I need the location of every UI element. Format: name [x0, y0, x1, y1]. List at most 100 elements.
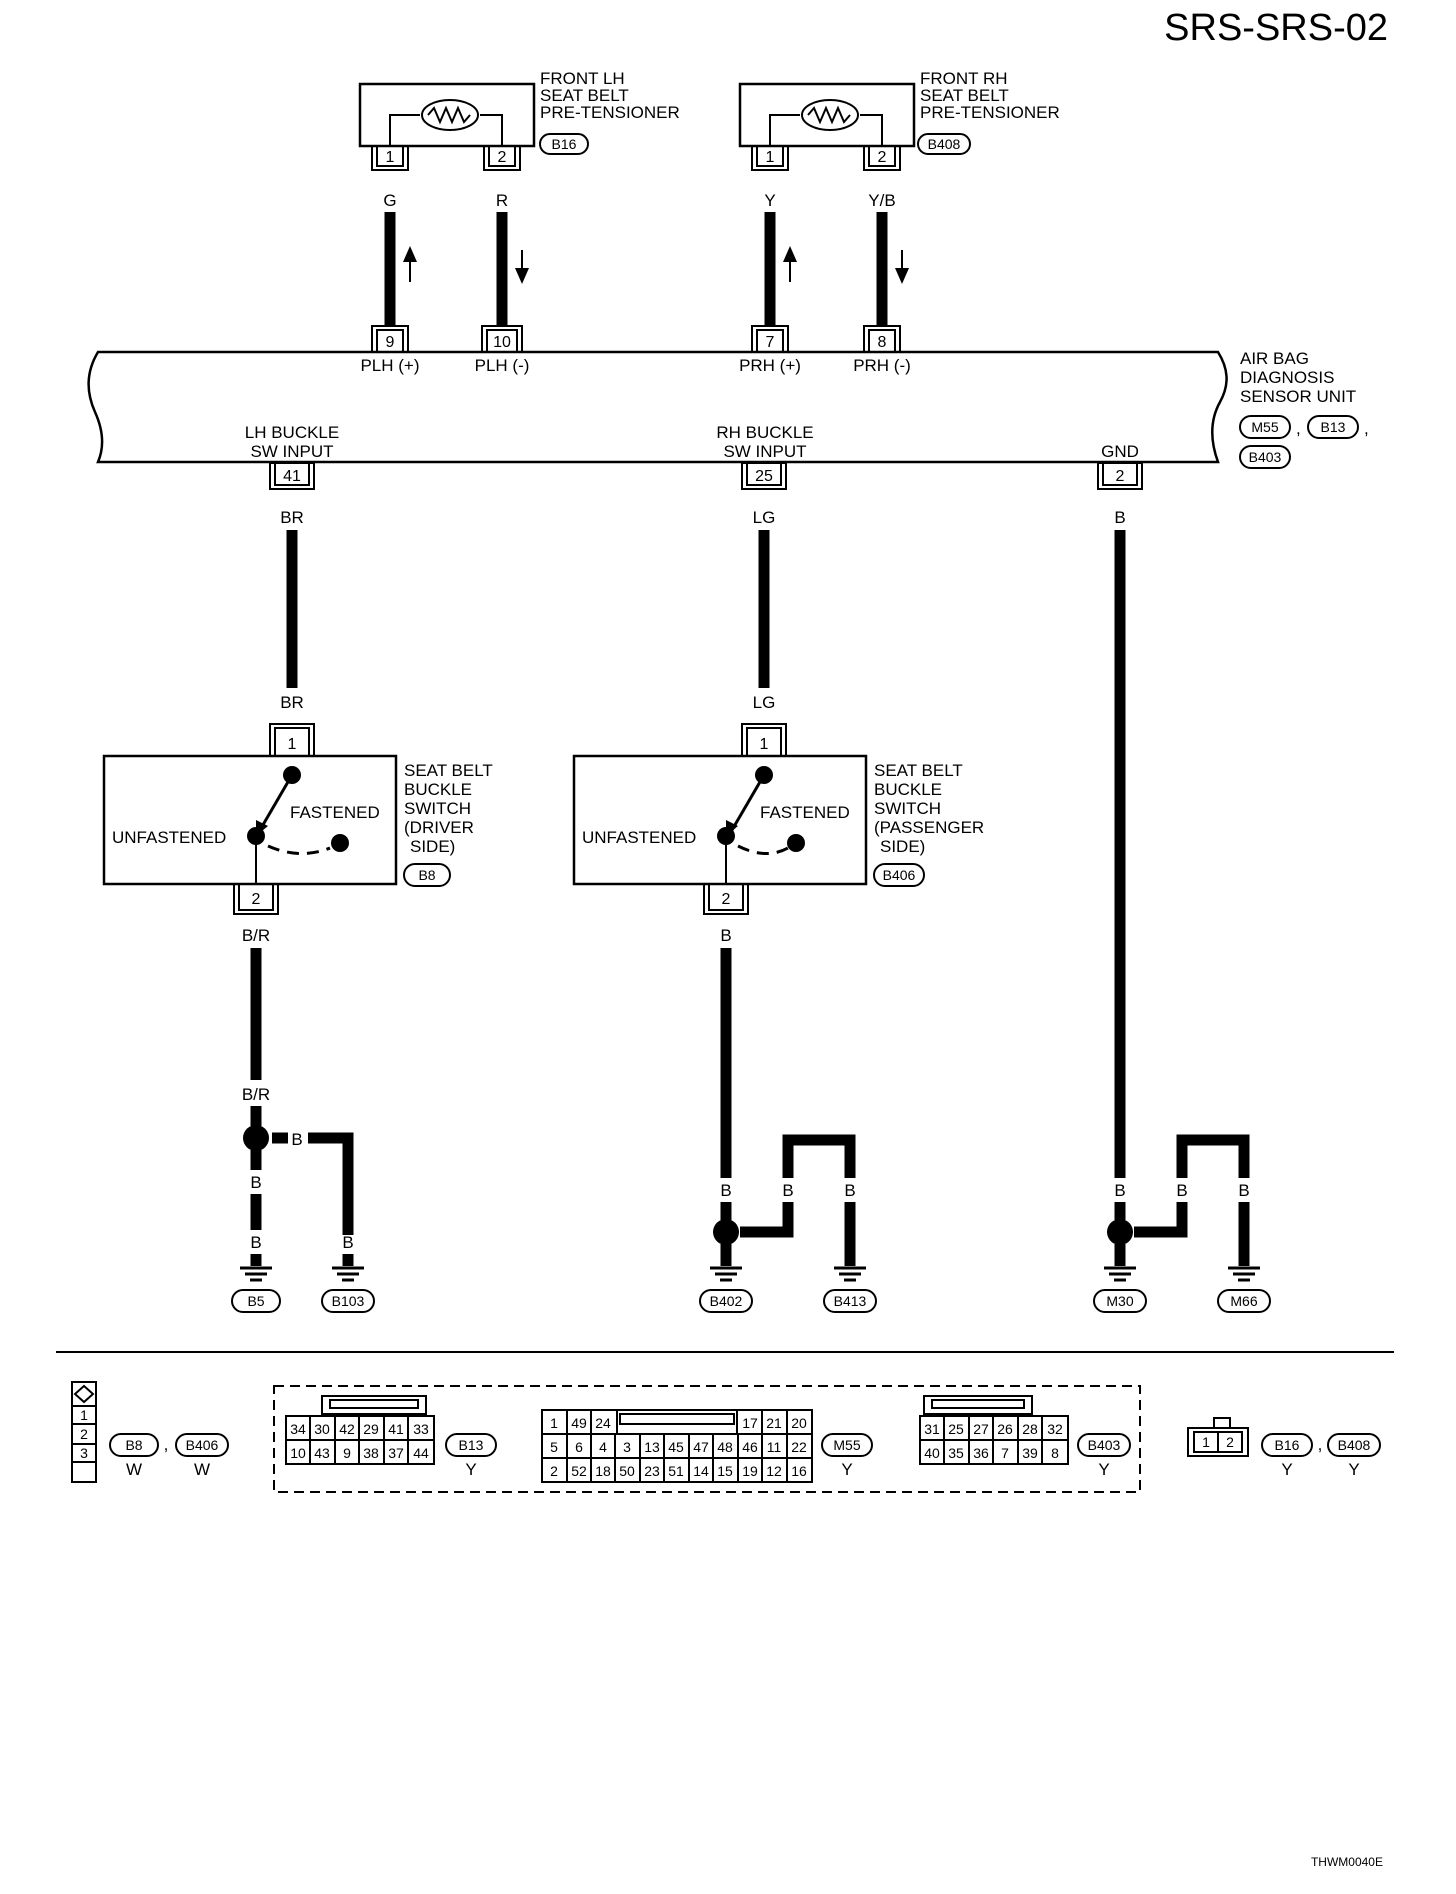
wire-color: B: [782, 1181, 793, 1200]
ground-icon: [332, 1266, 364, 1282]
connector-pin: 41: [269, 462, 315, 490]
svg-text:42: 42: [339, 1421, 355, 1437]
connector-ref: M55: [1251, 419, 1278, 435]
connector-pin: 7: [751, 325, 789, 353]
svg-text:,: ,: [1318, 1435, 1323, 1454]
svg-text:19: 19: [742, 1463, 758, 1479]
svg-text:Y: Y: [1348, 1460, 1359, 1479]
connector-pin: 2: [1097, 462, 1143, 490]
svg-text:33: 33: [413, 1421, 429, 1437]
svg-text:48: 48: [717, 1439, 733, 1455]
pin-label: 2: [722, 891, 731, 908]
svg-text:1: 1: [1202, 1434, 1210, 1450]
pin-label: 2: [252, 891, 261, 908]
pin-label: 2: [878, 149, 887, 166]
component-name: FRONT RH: [920, 69, 1008, 88]
svg-text:39: 39: [1022, 1445, 1038, 1461]
connector-face-b13: 34 30 42 29 41 33 10 43 9 38 37 44 B13 Y: [285, 1395, 497, 1479]
ground-circuit-middle: B B B B B402 B413: [699, 926, 877, 1313]
connector-ref: B16: [1275, 1437, 1300, 1453]
svg-text:41: 41: [283, 468, 301, 485]
pretensioner-wires: G R Y Y/B: [383, 191, 909, 325]
svg-text:47: 47: [693, 1439, 709, 1455]
separator: ,: [1296, 419, 1301, 438]
svg-text:3: 3: [80, 1445, 88, 1461]
wire-color: B: [1114, 508, 1125, 527]
connector-ref: B8: [125, 1437, 142, 1453]
wire-color: B/R: [242, 1085, 270, 1104]
svg-text:46: 46: [742, 1439, 758, 1455]
pin-label: 1: [386, 149, 395, 166]
svg-text:25: 25: [755, 468, 773, 485]
wire-color: B: [250, 1173, 261, 1192]
wire-color: LG: [753, 693, 776, 712]
component-name: SIDE): [880, 837, 925, 856]
buckle-wires: BR BR LG LG B: [280, 508, 1126, 1178]
svg-text:10: 10: [290, 1445, 306, 1461]
pin-function: SW INPUT: [723, 442, 806, 461]
svg-text:28: 28: [1022, 1421, 1038, 1437]
component-name: PRE-TENSIONER: [920, 103, 1060, 122]
svg-text:Y: Y: [1098, 1460, 1109, 1479]
ground-ref: B402: [710, 1293, 743, 1309]
component-name: SEAT BELT: [920, 86, 1009, 105]
component-name: BUCKLE: [404, 780, 472, 799]
component-name: DIAGNOSIS: [1240, 368, 1334, 387]
svg-text:14: 14: [693, 1463, 709, 1479]
svg-text:26: 26: [997, 1421, 1013, 1437]
connector-ref: B13: [1321, 419, 1346, 435]
wire-color: B: [250, 1233, 261, 1252]
component-name: SEAT BELT: [540, 86, 629, 105]
connector-legend: 1 2 3 B8 W , B406 W 34 30 42 2: [71, 1381, 1381, 1493]
svg-text:44: 44: [413, 1445, 429, 1461]
connector-ref: B16: [552, 136, 577, 152]
wire-color: B: [1238, 1181, 1249, 1200]
wire-color: B: [342, 1233, 353, 1252]
wire-color: B/R: [242, 926, 270, 945]
splice-dot: [713, 1219, 739, 1245]
wire-color: G: [383, 191, 396, 210]
connector-ref: M55: [833, 1437, 860, 1453]
connector-face-3pin: 1 2 3 B8 W , B406 W: [71, 1381, 229, 1483]
pin-function: PLH (-): [475, 356, 530, 375]
buckle-switch-driver: 1 UNFASTENED FASTENED SEAT BELT BUCKLE S…: [102, 723, 493, 915]
component-name: (DRIVER: [404, 818, 474, 837]
pin-function: LH BUCKLE: [245, 423, 339, 442]
wire-color: BR: [280, 693, 304, 712]
svg-text:9: 9: [386, 334, 395, 351]
svg-text:40: 40: [924, 1445, 940, 1461]
figure-code: THWM0040E: [1311, 1855, 1383, 1869]
wire-color: BR: [280, 508, 304, 527]
svg-text:49: 49: [571, 1415, 587, 1431]
svg-text:38: 38: [363, 1445, 379, 1461]
svg-text:Y: Y: [1281, 1460, 1292, 1479]
pin-label: 2: [498, 149, 507, 166]
component-name: SWITCH: [874, 799, 941, 818]
svg-text:27: 27: [973, 1421, 989, 1437]
component-name: SIDE): [410, 837, 455, 856]
svg-text:W: W: [194, 1460, 210, 1479]
component-name: (PASSENGER: [874, 818, 984, 837]
connector-pin: 25: [741, 462, 787, 490]
connector-ref: B8: [418, 867, 435, 883]
pin-function: PRH (+): [739, 356, 801, 375]
airbag-sensor-unit: 9 10 7 8 PLH (+) PLH (-) PRH (+) PRH (-)…: [87, 325, 1369, 490]
wire-color: B: [844, 1181, 855, 1200]
buckle-switch-passenger: 1 UNFASTENED FASTENED SEAT BELT BUCKLE S…: [572, 723, 984, 915]
svg-text:17: 17: [742, 1415, 758, 1431]
ground-icon: [834, 1266, 866, 1282]
connector-ref: B408: [1338, 1437, 1371, 1453]
svg-text:2: 2: [1116, 468, 1125, 485]
switch-state: UNFASTENED: [582, 828, 696, 847]
svg-text:W: W: [126, 1460, 142, 1479]
ground-ref: B5: [247, 1293, 264, 1309]
wire-color: B: [720, 926, 731, 945]
svg-text:43: 43: [314, 1445, 330, 1461]
component-name: AIR BAG: [1240, 349, 1309, 368]
wire-color: B: [291, 1130, 302, 1149]
ground-ref: B413: [834, 1293, 867, 1309]
svg-text:2: 2: [550, 1463, 558, 1479]
svg-text:1: 1: [80, 1407, 88, 1423]
arrow-down-icon: [895, 250, 909, 284]
